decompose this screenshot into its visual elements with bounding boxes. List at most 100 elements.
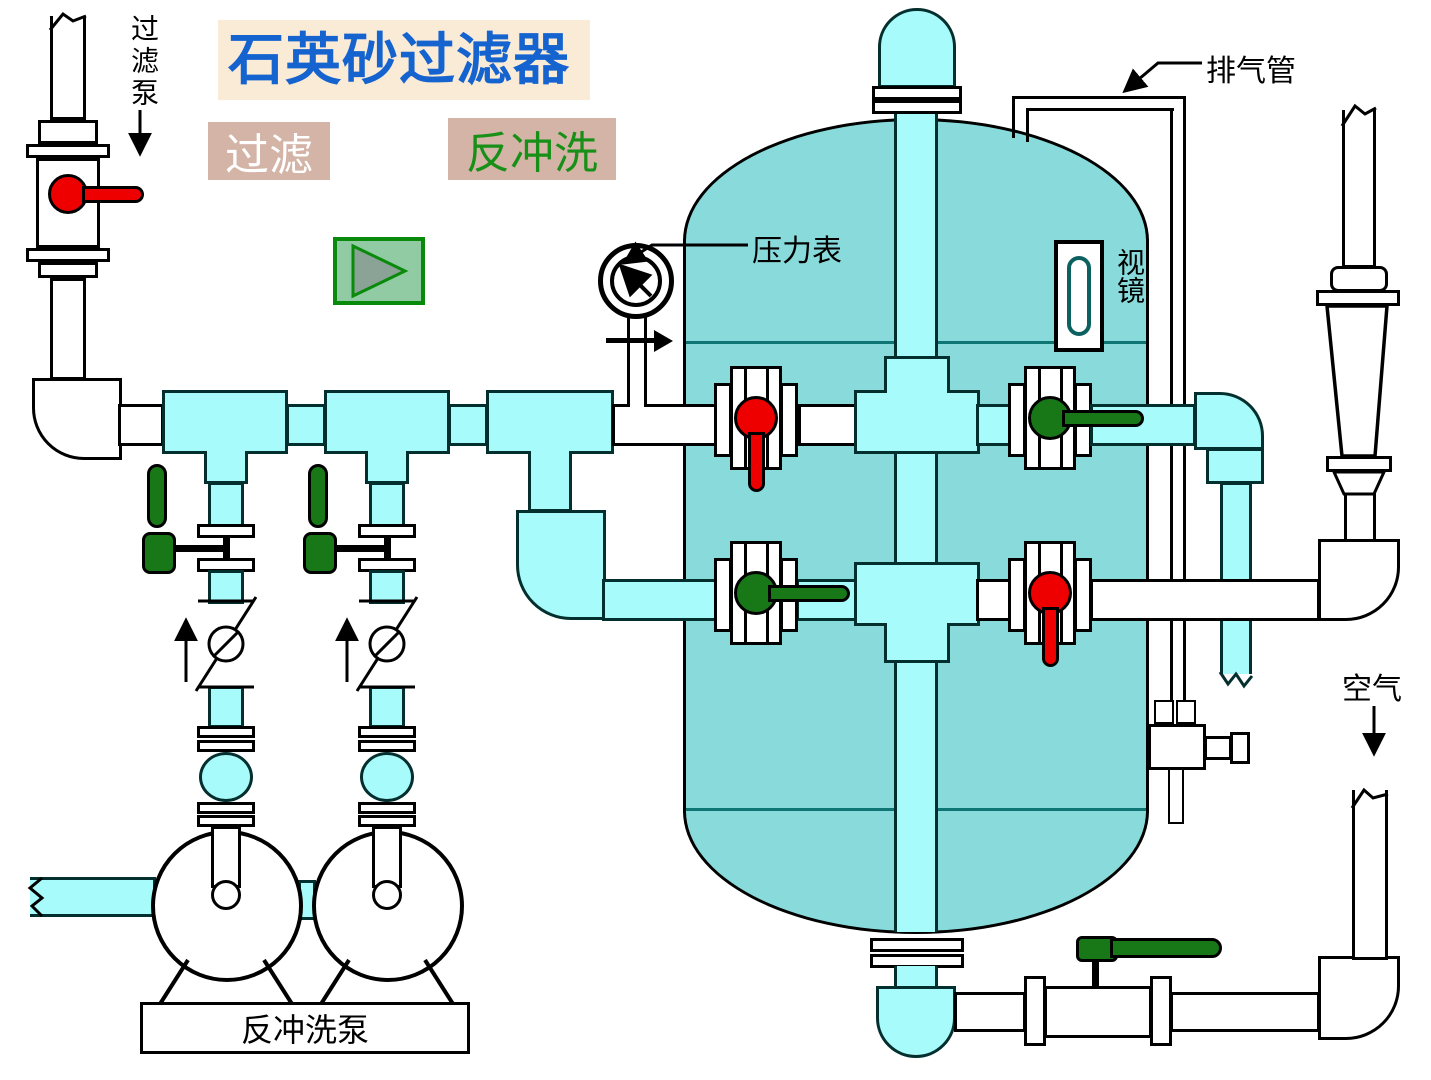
- inlet-collar: [38, 262, 98, 278]
- pressure-gauge-dial: [610, 255, 662, 307]
- tank-upper-tee-branch: [884, 356, 950, 393]
- exhaust-pipe-line: [1012, 96, 1015, 138]
- branch-valve-1-stem: [174, 545, 226, 552]
- flange: [197, 802, 255, 814]
- pump-1-hub: [211, 880, 241, 910]
- valve-flange: [780, 383, 798, 457]
- play-triangle-icon: [351, 243, 409, 299]
- branch-pipe: [208, 570, 244, 604]
- inlet-pipe: [50, 278, 86, 380]
- branch-pipe: [369, 482, 405, 528]
- inlet-elbow: [32, 378, 122, 460]
- tank-lower-right-valve-handle[interactable]: [1042, 607, 1059, 667]
- venturi-throat-pipe: [1344, 492, 1376, 542]
- manifold-tee-2-branch: [365, 451, 409, 484]
- flange: [197, 740, 255, 752]
- branch-valve-1-knob[interactable]: [142, 532, 176, 574]
- riser-pipe: [894, 624, 938, 932]
- pipe-segment: [602, 579, 720, 621]
- gauge-cock-handle: [654, 330, 673, 352]
- exhaust-drip-pipe: [1168, 768, 1184, 824]
- mode-button-backwash[interactable]: 反冲洗: [448, 118, 616, 180]
- tank-upper-right-valve-handle[interactable]: [1062, 410, 1144, 427]
- exhaust-pipe-label: 排气管: [1206, 55, 1296, 88]
- flange: [358, 726, 416, 738]
- flange: [197, 815, 255, 827]
- riser-bottom-cap: [876, 986, 956, 1058]
- check-valve-1: [194, 596, 258, 692]
- flange: [358, 802, 416, 814]
- gauge-stem: [627, 317, 647, 407]
- branch-valve-1-stem: [223, 538, 230, 558]
- page-title: 石英砂过滤器: [218, 20, 590, 100]
- riser-bottom-flange: [870, 938, 964, 952]
- inlet-pipe: [50, 16, 86, 120]
- manifold-tee-3-branch: [528, 451, 572, 512]
- elbow-collar: [1206, 448, 1264, 484]
- branch-valve-1-handle[interactable]: [147, 464, 167, 528]
- gauge-stem-bar: [606, 338, 656, 343]
- flange: [197, 726, 255, 738]
- branch-valve-2-stem: [384, 538, 391, 558]
- exhaust-fitting-flange: [1154, 700, 1174, 724]
- venturi-collar: [1330, 266, 1388, 292]
- venturi-flange: [1316, 290, 1400, 306]
- mode-button-filter[interactable]: 过滤: [208, 122, 330, 180]
- elbow-up: [1318, 539, 1400, 621]
- inlet-collar: [38, 120, 98, 144]
- riser-top-flange: [872, 100, 962, 114]
- flange: [358, 740, 416, 752]
- branch-valve-1-flange: [197, 524, 255, 538]
- elbow-down-right: [516, 510, 606, 620]
- pipe-segment: [1090, 579, 1320, 621]
- manifold-tee-2: [324, 390, 450, 454]
- filter-pump-label: 过滤泵: [127, 14, 158, 110]
- pump-base: 反冲洗泵: [140, 1002, 470, 1054]
- tank-lower-tee: [854, 562, 980, 626]
- branch-pipe: [208, 482, 244, 528]
- backwash-discharge-pipe: [1220, 482, 1252, 674]
- pressure-gauge-label: 压力表: [752, 235, 842, 268]
- tank-upper-left-valve-handle[interactable]: [748, 432, 765, 492]
- suction-pipe: [30, 877, 156, 917]
- drain-valve-stem: [1092, 960, 1099, 988]
- sight-glass-label: 视镜: [1113, 248, 1144, 304]
- play-button[interactable]: [333, 237, 425, 305]
- exhaust-pipe-line: [1183, 96, 1186, 700]
- elbow-right-down: [1194, 392, 1264, 450]
- exhaust-pipe-line: [1026, 108, 1029, 142]
- branch-pipe: [369, 686, 405, 728]
- air-inlet-pipe: [1352, 790, 1388, 960]
- pipe-segment: [118, 404, 164, 446]
- valve-flange: [1024, 976, 1046, 1046]
- drain-valve-body[interactable]: [1044, 986, 1152, 1038]
- branch-valve-2-handle[interactable]: [308, 464, 328, 528]
- tank-lower-left-valve-handle[interactable]: [768, 585, 850, 602]
- exhaust-fitting-flange: [1176, 700, 1196, 724]
- pipe-segment: [286, 404, 326, 446]
- branch-valve-2-knob[interactable]: [303, 532, 337, 574]
- exhaust-pipe-line: [1012, 96, 1186, 99]
- riser-top-flange: [872, 86, 962, 100]
- inlet-valve-handle[interactable]: [82, 186, 144, 203]
- pipe-segment: [798, 404, 858, 446]
- riser-pipe: [894, 114, 938, 359]
- branch-pipe: [369, 570, 405, 604]
- exhaust-pipe-leader-arrow: [1122, 61, 1202, 94]
- pipe-segment: [954, 992, 1026, 1032]
- valve-flange: [1150, 976, 1172, 1046]
- air-label: 空气: [1342, 673, 1402, 706]
- pump-1-shaft: [211, 826, 241, 888]
- exhaust-fitting-stub-flange: [1230, 732, 1250, 764]
- branch-pipe: [208, 686, 244, 728]
- sight-glass-window: [1067, 256, 1091, 336]
- check-valve-2: [355, 596, 419, 692]
- pipe-segment: [448, 404, 488, 446]
- manifold-tee-1-branch: [204, 451, 248, 484]
- drain-valve-handle[interactable]: [1110, 938, 1222, 958]
- pump-2-hub: [372, 880, 402, 910]
- air-elbow: [1318, 956, 1400, 1040]
- inlet-flange: [26, 144, 110, 158]
- pipe-segment: [976, 579, 1012, 621]
- pipe-segment: [976, 404, 1012, 446]
